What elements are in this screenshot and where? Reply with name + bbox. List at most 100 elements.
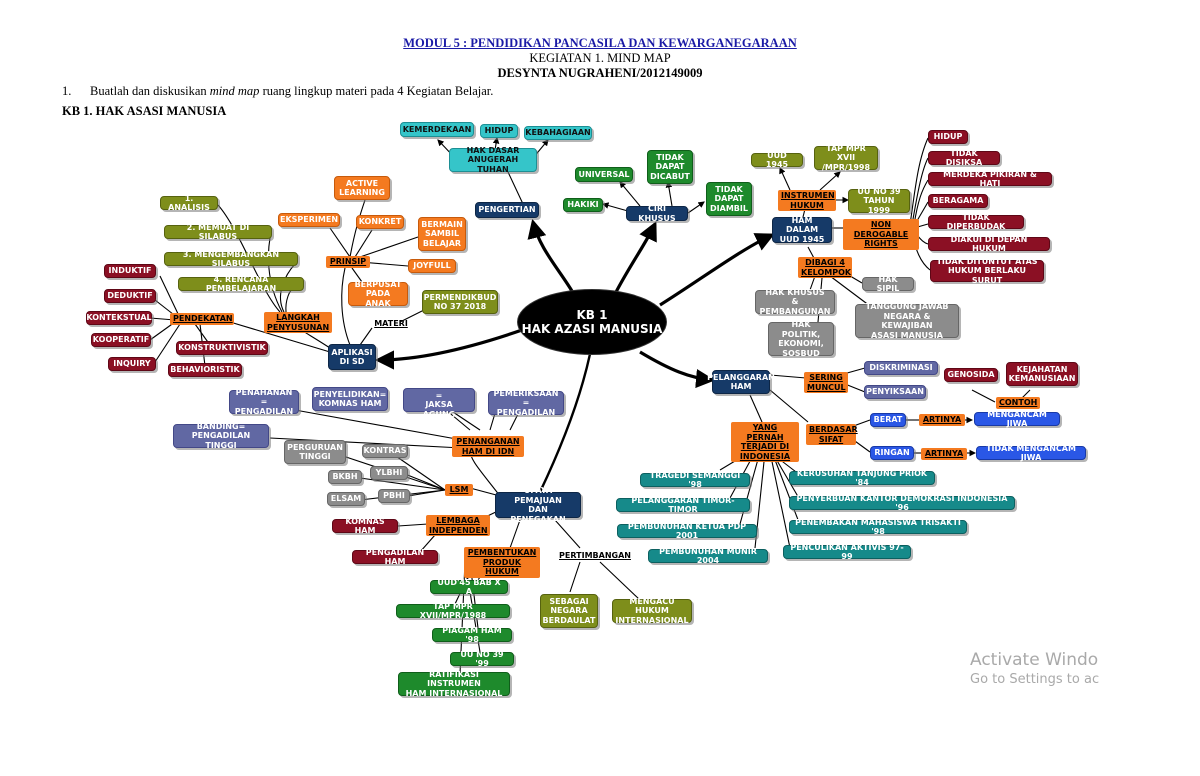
node-berpusat: BERPUSAT PADA ANAK: [348, 280, 408, 308]
node-pengertian: PENGERTIAN: [475, 202, 539, 218]
node-kejahatan: KEJAHATAN KEMANUSIAAN: [1006, 362, 1078, 386]
node-analisis: 1. ANALISIS: [160, 194, 218, 212]
node-uu39: UU NO 39 TAHUN 1999: [848, 187, 910, 215]
node-munir: PEMBUNUHAN MUNIR 2004: [648, 547, 768, 565]
node-kontras: KONTRAS: [362, 444, 408, 458]
node-ylbhi: YLBHI: [370, 466, 408, 480]
node-priok: KERUSUHAN TANJUNG PRIOK '84: [789, 469, 935, 487]
instruction-number: 1.: [62, 84, 72, 98]
label-pendekatan: PENDEKATAN: [170, 313, 234, 325]
node-piagam: PIAGAM HAM '98: [432, 626, 512, 644]
document-author: DESYNTA NUGRAHENI/2012149009: [497, 66, 703, 80]
label-lsm: LSM: [445, 484, 473, 496]
node-tidak-dapat-diambil: TIDAK DAPAT DIAMBIL: [706, 182, 752, 216]
branch-pengertian: [527, 218, 577, 297]
node-tidak-dapat-dicabut: TIDAK DAPAT DICABUT: [647, 150, 693, 184]
node-mengacu: MENGACU HUKUM INTERNASIONAL: [612, 597, 692, 625]
node-permendikbud: PERMENDIKBUD NO 37 2018: [422, 290, 498, 314]
node-mengembangkan: 3. MENGEMBANGKAN SILABUS: [164, 250, 298, 268]
section-title: KB 1. HAK ASASI MANUSIA: [62, 104, 227, 118]
node-timor: PELANGGARAN TIMOR-TIMOR: [616, 496, 750, 514]
node-eksperimen: EKSPERIMEN: [278, 213, 340, 227]
node-nd-diakui: DIAKUI DI DEPAN HUKUM: [928, 235, 1050, 253]
node-genosida: GENOSIDA: [944, 368, 998, 382]
node-universal: UNIVERSAL: [575, 167, 633, 182]
node-konstruktivistik: KONSTRUKTIVISTIK: [176, 341, 268, 355]
label-yang-pernah: YANG PERNAH TERJADI DI INDONESIA: [731, 422, 799, 462]
label-dibagi-4: DIBAGI 4 KELOMPOK: [798, 257, 852, 278]
node-hak-sipil: HAK SIPIL: [862, 275, 914, 293]
node-kdi: PENYERBUAN KANTOR DEMOKRASI INDONESIA '9…: [789, 494, 1015, 512]
node-uud1945: UUD 1945: [751, 151, 803, 169]
node-memuat: 2. MEMUAT DI SILABUS: [164, 223, 272, 241]
node-penahanan: PENAHANAN = PENGADILAN: [229, 388, 299, 416]
node-nd-diperbudak: TIDAK DIPERBUDAK: [928, 213, 1024, 231]
node-kontekstual: KONTEKSTUAL: [86, 311, 152, 325]
node-berat: BERAT: [870, 413, 906, 427]
label-artinya-2: ARTINYA: [921, 448, 967, 460]
watermark-activate: Activate Windo: [970, 650, 1099, 670]
watermark-settings: Go to Settings to ac: [970, 672, 1100, 687]
node-sebagai: SEBAGAI NEGARA BERDAULAT: [540, 594, 598, 628]
label-berdasar-sifat: BERDASAR SIFAT: [806, 424, 858, 445]
node-inquiry: INQUIRY: [108, 357, 156, 371]
node-behavioristik: BEHAVIORISTIK: [168, 363, 242, 377]
node-ciri-khusus: CIRI KHUSUS: [626, 204, 688, 223]
node-elsam: ELSAM: [327, 492, 365, 506]
instruction-line: 1. Buatlah dan diskusikan mind map ruang …: [62, 84, 493, 99]
label-pertimbangan: PERTIMBANGAN: [559, 551, 631, 560]
node-komnas: KOMNAS HAM: [332, 517, 398, 535]
node-perguruan: PERGURUAN TINGGI: [284, 440, 346, 464]
node-kemerdekaan: KEMERDEKAAN: [400, 122, 474, 137]
label-instrumen-hukum: INSTRUMEN HUKUM: [778, 190, 836, 211]
node-penyiksaan: PENYIKSAAN: [864, 385, 926, 399]
label-langkah-penyusunan: LANGKAH PENYUSUNAN: [264, 312, 332, 333]
node-uu39b: UU NO 39 '99: [450, 650, 514, 668]
node-active-learning: ACTIVE LEARNING: [334, 176, 390, 200]
node-nd-hidup: HIDUP: [928, 130, 968, 144]
label-contoh: CONTOH: [996, 397, 1040, 409]
node-penuntutan: PENUNTUTAN = JAKSA AGUNG: [403, 381, 475, 419]
node-hidup-top: HIDUP: [480, 124, 518, 138]
node-hakiki: HAKIKI: [563, 198, 603, 212]
document-title: MODUL 5 : PENDIDIKAN PANCASILA DAN KEWAR…: [403, 36, 797, 50]
node-nd-disiksa: TIDAK DISIKSA: [928, 149, 1000, 167]
node-aktivis: PENCULIKAN AKTIVIS 97-99: [783, 543, 911, 561]
node-diskriminasi: DISKRIMINASI: [864, 361, 938, 375]
node-pengadilan-ham: PENGADILAN HAM: [352, 548, 438, 566]
label-penanganan: PENANGANAN HAM DI IDN: [452, 436, 524, 457]
node-pdp: PEMBUNUHAN KETUA PDP 2001: [617, 522, 757, 540]
node-ham-uud: HAM DALAM UUD 1945: [772, 216, 832, 244]
node-pemeriksaan: PEMERIKSAAN = PENGADILAN: [488, 389, 564, 417]
node-pbhi: PBHI: [378, 489, 410, 503]
label-sering-muncul: SERING MUNCUL: [804, 372, 848, 393]
central-topic: KB 1 HAK AZASI MANUSIA: [518, 290, 666, 354]
node-banding: BANDING= PENGADILAN TINGGI: [173, 422, 269, 450]
instruction-pre: Buatlah dan diskusikan: [90, 84, 210, 98]
node-tidak-mengancam: TIDAK MENGANCAM JIWA: [976, 444, 1086, 462]
label-pembentukan: PEMBENTUKAN PRODUK HUKUM: [464, 547, 540, 578]
node-upaya: UPAYA PEMAJUAN DAN PENEGAKAN: [495, 486, 581, 524]
node-bkbh: BKBH: [328, 470, 362, 484]
node-hak-dasar: HAK DASAR ANUGERAH TUHAN: [449, 146, 537, 174]
node-pelanggaran: PELANGGARAN HAM: [707, 370, 775, 394]
node-hak-politik: HAK POLITIK, EKONOMI, SOSBUD: [768, 320, 834, 358]
node-hak-khusus: HAK KHUSUS & PEMBANGUNAN: [755, 288, 835, 316]
branch-upaya: [538, 353, 592, 493]
node-ratifikasi: RATIFIKASI INSTRUMEN HAM INTERNASIONAL: [398, 670, 510, 698]
node-joyfull: JOYFULL: [408, 259, 456, 273]
node-bermain: BERMAIN SAMBIL BELAJAR: [418, 217, 466, 251]
instruction-post: ruang lingkup materi pada 4 Kegiatan Bel…: [259, 84, 494, 98]
node-semanggi: TRAGEDI SEMANGGI '98: [640, 471, 750, 489]
node-mengancam: MENGANCAM JIWA: [974, 410, 1060, 428]
label-materi: MATERI: [374, 319, 408, 328]
node-kebahagiaan: KEBAHAGIAAN: [524, 126, 592, 140]
node-tap1988: TAP MPR XVII/MPR/1988: [396, 602, 510, 620]
node-nd-beragama: BERAGAMA: [928, 194, 988, 208]
node-ringan: RINGAN: [870, 446, 914, 460]
label-prinsip: PRINSIP: [326, 256, 370, 268]
node-trisakti: PENEMBAKAN MAHASISWA TRISAKTI '98: [789, 518, 967, 536]
instruction-italic: mind map: [209, 84, 260, 98]
label-artinya-1: ARTINYA: [919, 414, 965, 426]
node-nd-merdeka: MERDEKA PIKIRAN & HATI: [928, 170, 1052, 188]
